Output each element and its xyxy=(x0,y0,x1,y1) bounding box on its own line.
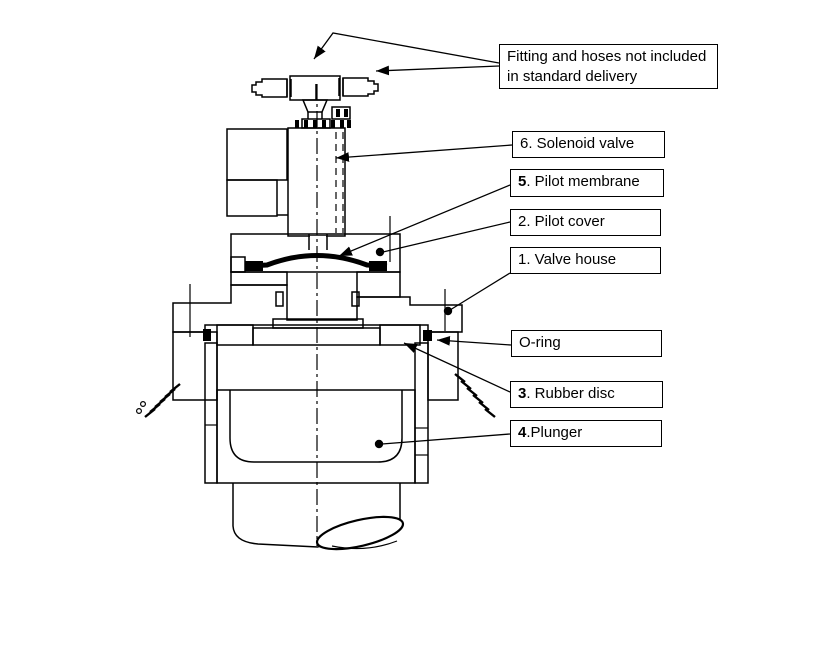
o-ring-right xyxy=(423,330,432,341)
leader-fitting-top xyxy=(313,32,500,64)
hose-hatch-left xyxy=(136,383,181,418)
leader-fitting-side xyxy=(375,65,500,76)
leader-plunger-dot xyxy=(374,439,384,449)
callout-num: 4 xyxy=(518,424,527,441)
callout-text: . Rubber disc xyxy=(526,385,615,402)
callout-num: 3 xyxy=(518,385,527,402)
callout-text: O-ring xyxy=(519,334,561,351)
leader-lines xyxy=(313,32,513,449)
callout-valve-house: 1. Valve house xyxy=(510,247,661,274)
leader-plunger xyxy=(381,433,511,445)
solenoid-valve-drawing xyxy=(226,127,346,237)
fitting-assembly xyxy=(251,75,379,129)
rubber-disc-drawing xyxy=(216,324,421,346)
callout-pilot-cover: 2. Pilot cover xyxy=(510,209,661,236)
callout-text: .Plunger xyxy=(526,424,583,441)
callout-o-ring: O-ring xyxy=(511,330,662,357)
outlet-pipe xyxy=(232,483,405,551)
leader-rubber xyxy=(403,342,511,393)
clamp-marks xyxy=(295,120,351,128)
callout-fitting-note: Fitting and hoses not included in standa… xyxy=(499,44,718,89)
callout-text: 1. Valve house xyxy=(518,251,617,268)
o-ring-left xyxy=(203,329,211,341)
leader-house-dot xyxy=(443,306,453,316)
callout-solenoid-valve: 6. Solenoid valve xyxy=(512,131,665,158)
callout-text: 2. Pilot cover xyxy=(518,213,605,230)
leader-oring xyxy=(436,336,512,346)
callout-fitting-line2: in standard delivery xyxy=(507,68,638,85)
leader-cover-dot xyxy=(375,247,385,257)
pilot-membrane-drawing xyxy=(245,253,388,271)
callout-num: 5 xyxy=(518,173,527,190)
leader-house xyxy=(449,272,511,311)
valve-house-drawing xyxy=(172,284,463,484)
leader-solenoid xyxy=(335,144,513,162)
hose-hatch-right xyxy=(454,373,496,418)
callout-text: 6. Solenoid valve xyxy=(520,135,635,152)
plunger-drawing xyxy=(216,389,416,484)
callout-fitting-line1: Fitting and hoses not included xyxy=(507,48,707,65)
leader-membrane xyxy=(338,184,511,257)
callout-plunger: 4.Plunger xyxy=(510,420,662,447)
callout-pilot-membrane: 5. Pilot membrane xyxy=(510,169,664,197)
callout-text: . Pilot membrane xyxy=(526,173,640,190)
leader-cover xyxy=(382,221,511,253)
callout-rubber-disc: 3. Rubber disc xyxy=(510,381,663,408)
